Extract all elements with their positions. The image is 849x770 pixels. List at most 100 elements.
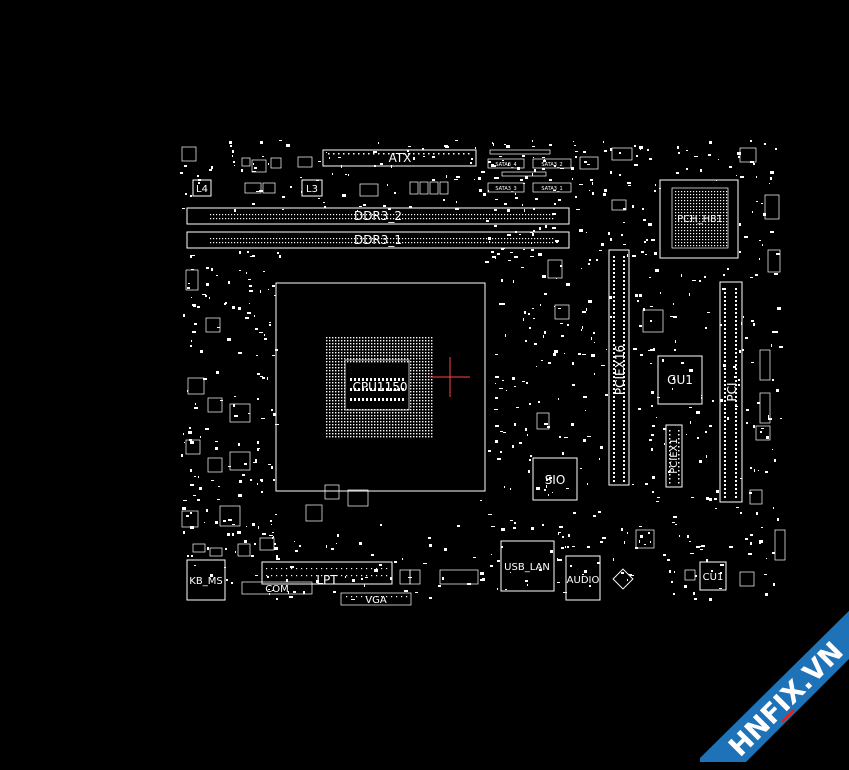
pad [339, 214, 341, 216]
l4-inductor [192, 179, 212, 197]
pad [410, 415, 412, 417]
pad [647, 149, 649, 151]
pad [669, 434, 671, 436]
pad [425, 385, 427, 387]
pad [613, 416, 615, 418]
pad [341, 409, 343, 411]
pad [735, 312, 737, 314]
pad [359, 337, 361, 339]
pad [735, 456, 737, 458]
pad [368, 352, 370, 354]
pad [419, 343, 421, 345]
pad [515, 197, 518, 199]
pad [709, 141, 712, 144]
pad [705, 236, 707, 238]
pad [592, 182, 593, 185]
pad [213, 214, 215, 216]
pad [639, 294, 642, 297]
pad [258, 214, 260, 216]
pad [589, 585, 591, 587]
pad [380, 436, 382, 438]
pad [711, 245, 713, 247]
pad [338, 370, 340, 372]
pad [401, 430, 403, 432]
pad [350, 343, 352, 345]
pad [261, 242, 263, 244]
pad [717, 227, 719, 229]
pad [422, 406, 424, 408]
pad [413, 352, 415, 354]
pad [378, 388, 380, 391]
pad [483, 193, 486, 196]
pad [300, 238, 302, 240]
pad [494, 225, 497, 227]
pad [512, 377, 515, 380]
pad [532, 308, 534, 309]
pad [702, 242, 704, 244]
pad [344, 388, 346, 390]
pad [344, 403, 346, 405]
pad [181, 454, 183, 457]
pad [578, 353, 581, 355]
pad [386, 436, 388, 438]
pad [678, 206, 680, 208]
pad [419, 370, 421, 372]
pad [282, 196, 285, 198]
pad [687, 236, 689, 238]
pad [678, 224, 680, 226]
pad [326, 346, 328, 348]
component [262, 182, 276, 194]
pad [374, 355, 376, 357]
pad [316, 180, 319, 181]
pad [419, 406, 421, 408]
pad [428, 418, 430, 420]
pad [558, 559, 562, 561]
pad [720, 227, 722, 229]
pad [350, 430, 352, 432]
pad [413, 394, 415, 396]
pad [213, 238, 215, 240]
pad [329, 433, 331, 435]
sata3-2-connector [532, 158, 572, 169]
pad [255, 459, 257, 462]
pad [684, 227, 686, 229]
pad [761, 527, 763, 528]
pad [190, 526, 194, 529]
solder-pads [210, 153, 737, 598]
pad [213, 242, 215, 244]
pad [371, 415, 373, 417]
pad [419, 430, 421, 432]
pad [634, 164, 638, 166]
pad [326, 391, 328, 393]
pad [225, 548, 227, 550]
pad [724, 332, 726, 334]
crosshair-marker [430, 357, 470, 397]
pad [711, 221, 713, 223]
pad [675, 215, 677, 217]
pad [362, 349, 364, 351]
pad [714, 245, 716, 247]
pad [717, 218, 719, 220]
pad [347, 418, 349, 420]
pad [428, 364, 430, 366]
pad [387, 242, 389, 244]
pad [671, 581, 673, 583]
pad [356, 358, 358, 360]
pad [301, 191, 302, 193]
pad [613, 312, 615, 314]
pad [729, 166, 732, 168]
pad [690, 224, 692, 226]
pad [408, 577, 412, 578]
pad [623, 344, 625, 346]
pad [413, 157, 415, 160]
pad [338, 427, 340, 429]
pad [497, 253, 500, 255]
pad [335, 352, 337, 354]
pad [399, 214, 401, 216]
pad [332, 352, 334, 354]
pad [684, 233, 686, 235]
pad [717, 230, 719, 232]
pad [425, 370, 427, 372]
pad [428, 373, 430, 375]
pad [423, 563, 427, 564]
